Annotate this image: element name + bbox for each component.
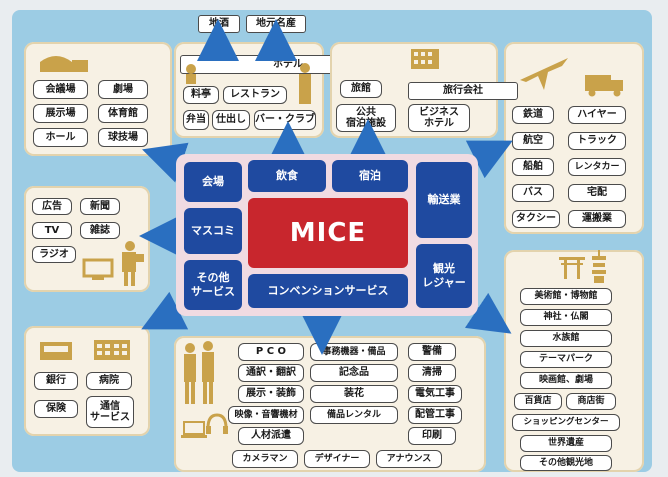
lodging-business-hotel: ビジネス ホテル xyxy=(408,104,470,132)
business-people-icon xyxy=(184,341,214,404)
finance-bank: 銀行 xyxy=(34,372,78,390)
media-tv: TV xyxy=(32,222,72,239)
food-catering: 仕出し xyxy=(212,110,250,130)
conv-electrical: 電気工事 xyxy=(408,385,462,403)
transport-rental-car: レンタカー xyxy=(568,158,626,176)
conv-staffing: 人材派遣 xyxy=(238,427,304,445)
transport-rail: 鉄道 xyxy=(512,106,554,124)
venue-gym: 体育館 xyxy=(98,104,148,123)
core-stay: 宿泊 xyxy=(332,160,408,192)
bank-icon xyxy=(40,342,72,360)
cameraman-icon xyxy=(122,241,144,286)
media-magazine: 雑誌 xyxy=(80,222,120,239)
venue-theater: 劇場 xyxy=(98,80,148,99)
finance-hospital: 病院 xyxy=(86,372,132,390)
core-convention-services: コンベンションサービス xyxy=(248,274,408,308)
finance-telecom: 通信 サービス xyxy=(86,396,134,428)
core-media: マスコミ xyxy=(184,208,242,254)
tour-museum: 美術館・博物館 xyxy=(520,288,612,305)
tour-shopping-center: ショッピングセンター xyxy=(512,414,620,431)
tour-cinema: 映画館、劇場 xyxy=(520,372,612,389)
core-food: 飲食 xyxy=(248,160,326,192)
conv-announcer: アナウンス xyxy=(376,450,442,468)
tour-world-heritage: 世界遺産 xyxy=(520,435,612,452)
arrow-to-tourism xyxy=(464,292,512,334)
venue-stadium: 球技場 xyxy=(98,128,148,147)
transport-delivery: 宅配 xyxy=(568,184,626,202)
tour-shrine-temple: 神社・仏閣 xyxy=(520,309,612,326)
media-radio: ラジオ xyxy=(32,246,76,263)
conv-interpretation: 通訳・翻訳 xyxy=(238,364,304,382)
conv-plumbing: 配管工事 xyxy=(408,406,462,424)
core-tourism-leisure: 観光 レジャー xyxy=(416,244,472,308)
venue-conference-hall: 会議場 xyxy=(33,80,88,99)
conv-printing: 印刷 xyxy=(408,427,456,445)
media-newspaper: 新聞 xyxy=(80,198,120,215)
conv-equipment-rental: 備品レンタル xyxy=(310,406,398,424)
core-venue: 会場 xyxy=(184,162,242,202)
core-mice: MICE xyxy=(248,198,408,268)
conv-designer: デザイナー xyxy=(304,450,370,468)
transport-hauling: 運搬業 xyxy=(568,210,626,228)
conv-exhibition-decor: 展示・装飾 xyxy=(238,385,304,403)
office-building-icon xyxy=(411,49,439,69)
pagoda-icon xyxy=(592,250,606,283)
tour-theme-park: テーマパーク xyxy=(520,351,612,368)
lodging-ryokan: 旅館 xyxy=(340,80,382,98)
conv-cleaning: 清掃 xyxy=(408,364,456,382)
food-restaurant: レストラン xyxy=(223,86,287,104)
laptop-icon xyxy=(181,421,207,438)
chef-icon xyxy=(186,64,196,84)
food-bento: 弁当 xyxy=(183,110,209,130)
conv-cameraman: カメラマン xyxy=(232,450,298,468)
transport-taxi: タクシー xyxy=(512,210,560,228)
arrow-to-transport xyxy=(465,140,513,179)
venue-exhibition: 展示場 xyxy=(33,104,88,123)
media-advertising: 広告 xyxy=(32,198,72,215)
tour-aquarium: 水族館 xyxy=(520,330,612,347)
transport-bus: バス xyxy=(512,184,554,202)
hospital-icon xyxy=(94,340,130,360)
airplane-icon xyxy=(520,58,568,90)
arrow-to-finance xyxy=(141,291,189,330)
tour-other-sights: その他観光地 xyxy=(520,455,612,471)
conv-av-equipment: 映像・音響機材 xyxy=(228,406,304,424)
conv-pco: P C O xyxy=(238,343,304,361)
food-ryotei: 料亭 xyxy=(183,86,219,104)
truck-icon xyxy=(585,75,623,97)
conv-security: 警備 xyxy=(408,343,456,361)
conv-flowers: 装花 xyxy=(310,385,398,403)
travel-agency: 旅行会社 xyxy=(408,82,518,100)
tv-icon xyxy=(82,258,114,280)
finance-insurance: 保険 xyxy=(34,400,78,418)
waiter-icon xyxy=(299,63,311,104)
building-icon xyxy=(40,56,88,72)
headset-icon xyxy=(206,413,228,434)
tour-department-store: 百貨店 xyxy=(514,393,562,410)
venue-hall: ホール xyxy=(33,128,88,147)
core-transport: 輸送業 xyxy=(416,162,472,238)
torii-icon xyxy=(559,257,585,279)
tour-shopping-street: 商店街 xyxy=(566,393,616,410)
transport-truck: トラック xyxy=(568,132,626,150)
transport-hire: ハイヤー xyxy=(568,106,626,124)
core-other-services: その他 サービス xyxy=(184,260,242,310)
conv-souvenir: 記念品 xyxy=(310,364,398,382)
